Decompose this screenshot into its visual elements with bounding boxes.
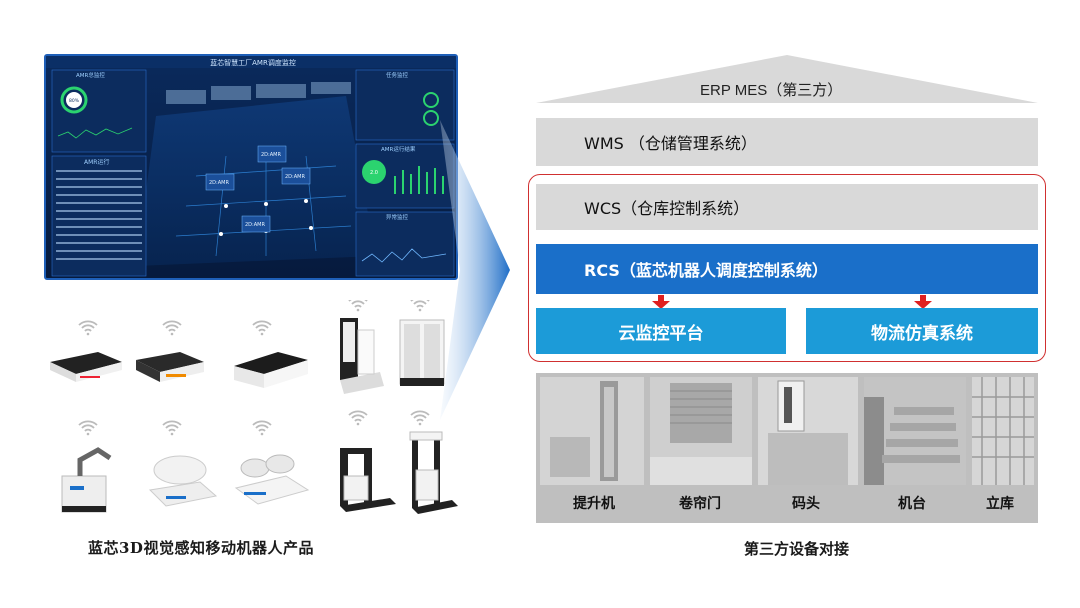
wifi-icon [349,300,367,311]
forklift-amr-tall-robot [410,432,458,514]
equipment-label-dock: 码头 [776,493,836,513]
wifi-icon [79,421,97,435]
erp-mes-label: ERP MES（第三方） [700,79,900,100]
cloud-monitor-platform: 云监控平台 [536,308,786,354]
panel-left-top: AMR总监控 [76,71,105,79]
shutter-door-photo [650,377,752,485]
rcs-layer: RCS（蓝芯机器人调度控制系统） [536,244,1038,294]
dock-photo [758,377,858,485]
panel-right-mid: AMR运行结果 [381,145,416,153]
hoist-photo [540,377,644,485]
robot-product-grid [40,300,460,530]
node-label-1: 2D:AMR [261,152,281,158]
arm-amr-robot [62,450,110,512]
warehouse-rack-photo [972,377,1034,485]
gauge2-value: 2.0 [370,170,378,176]
transfer-amr-robot [236,455,308,504]
connection-arrow [440,120,540,420]
panel-left-mid: AMR运行 [84,158,109,166]
logistics-simulation-system: 物流仿真系统 [806,308,1038,354]
node-label-4: 2D:AMR [245,222,265,228]
lift-amr-white-robot [234,352,308,388]
wifi-icon [163,421,181,435]
forklift-amr-robot [340,448,396,512]
wcs-layer: WCS（仓库控制系统） [536,184,1038,230]
tower-amr-robot [340,318,384,394]
wifi-icon [253,421,271,435]
third-party-equipment-strip: 提升机 卷帘门 码头 机台 立库 [536,373,1038,523]
flat-amr-black-robot [50,352,122,382]
down-arrow-icon [914,295,932,309]
wifi-icon [411,300,429,311]
third-party-caption: 第三方设备对接 [744,538,924,559]
cabinet-amr-robot [400,320,444,386]
wifi-icon [349,411,367,425]
node-label-3: 2D:AMR [285,174,305,180]
wifi-icon [79,321,97,335]
wifi-icon [253,321,271,335]
robot-products-caption: 蓝芯3D视觉感知移动机器人产品 [88,537,408,558]
wifi-icon [163,321,181,335]
panel-right-bottom: 异常监控 [386,213,409,221]
equipment-label-hoist: 提升机 [564,493,624,513]
wms-layer: WMS （仓储管理系统） [536,118,1038,166]
amr-dispatch-dashboard: 蓝芯智慧工厂AMR调度监控 2D:AMR 2D:AMR 2D:AMR 2D:A [44,54,458,280]
dashboard-graphic: 蓝芯智慧工厂AMR调度监控 2D:AMR 2D:AMR 2D:AMR 2D:A [46,56,458,280]
equipment-label-machine: 机台 [882,493,942,513]
machine-photo [864,377,966,485]
equipment-label-rack: 立库 [970,493,1030,513]
roll-amr-robot [150,456,216,506]
node-label-2: 2D:AMR [209,180,229,186]
dashboard-title: 蓝芯智慧工厂AMR调度监控 [210,58,296,67]
wifi-icon [411,411,429,425]
gauge-value: 80% [69,98,80,104]
flat-amr-black-2-robot [136,352,204,382]
equipment-label-shutter: 卷帘门 [670,493,730,513]
panel-right-top: 任务监控 [386,71,409,79]
down-arrow-icon [652,295,670,309]
